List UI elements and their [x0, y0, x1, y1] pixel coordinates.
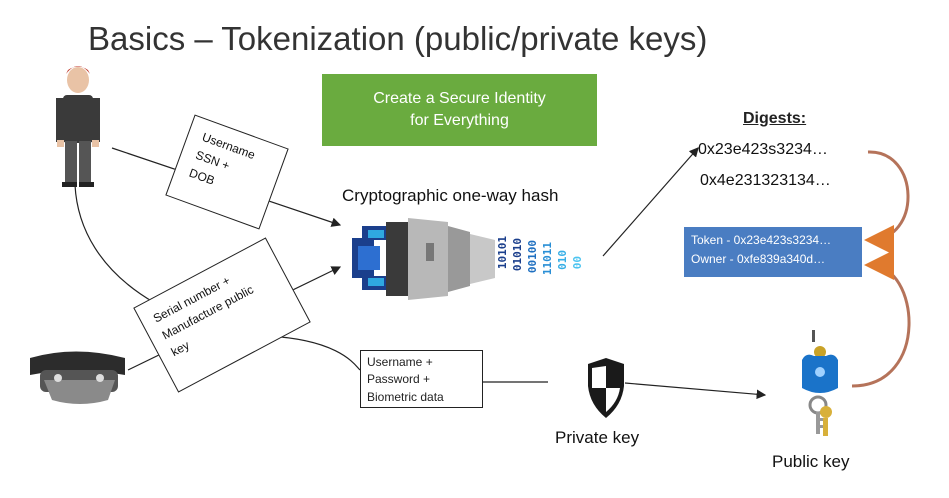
private-key-label: Private key — [555, 428, 640, 447]
hash-machine-icon — [352, 218, 495, 300]
person-icon — [56, 66, 100, 187]
hash-label: Cryptographic one-way hash — [342, 186, 559, 205]
hash-to-digest-arrow — [602, 147, 699, 257]
token-card: Token - 0x23e423s3234… Owner - 0xfe839a3… — [684, 227, 862, 277]
keys-to-owner-curve — [851, 250, 911, 388]
binary-col-5: 010 — [556, 250, 569, 270]
token-line: Token - 0x23e423s3234… — [691, 233, 832, 247]
digest-item-1: 0x23e423s3234… — [698, 141, 828, 158]
headset-icon — [30, 351, 125, 404]
banner-line-2: for Everything — [410, 112, 509, 129]
binary-col-2: 01010 — [511, 238, 524, 272]
credentials-line-2: Password + — [367, 372, 431, 387]
binary-col-1: 10101 — [496, 236, 509, 270]
digest-to-token-curve — [864, 150, 910, 255]
credentials-line-1: Username + — [367, 355, 433, 369]
credentials-line-3: Biometric data — [367, 389, 444, 404]
owner-line: Owner - 0xfe839a340d… — [691, 251, 826, 266]
banner-line-1: Create a Secure Identity — [373, 90, 546, 108]
secure-identity-banner: Create a Secure Identity for Everything — [322, 74, 597, 146]
digest-item-2: 0x4e231323134… — [700, 172, 831, 189]
binary-col-4: 11011 — [541, 242, 554, 276]
binary-col-3: 00100 — [526, 240, 539, 274]
digests-heading: Digests: — [743, 110, 807, 127]
public-key-label: Public key — [772, 452, 850, 471]
binary-col-6: 00 — [571, 256, 584, 270]
credentials-box: Username + Password + Biometric data — [360, 350, 483, 408]
slide-title: Basics – Tokenization (public/private ke… — [88, 20, 708, 57]
shield-to-keys-arrow — [624, 382, 767, 400]
